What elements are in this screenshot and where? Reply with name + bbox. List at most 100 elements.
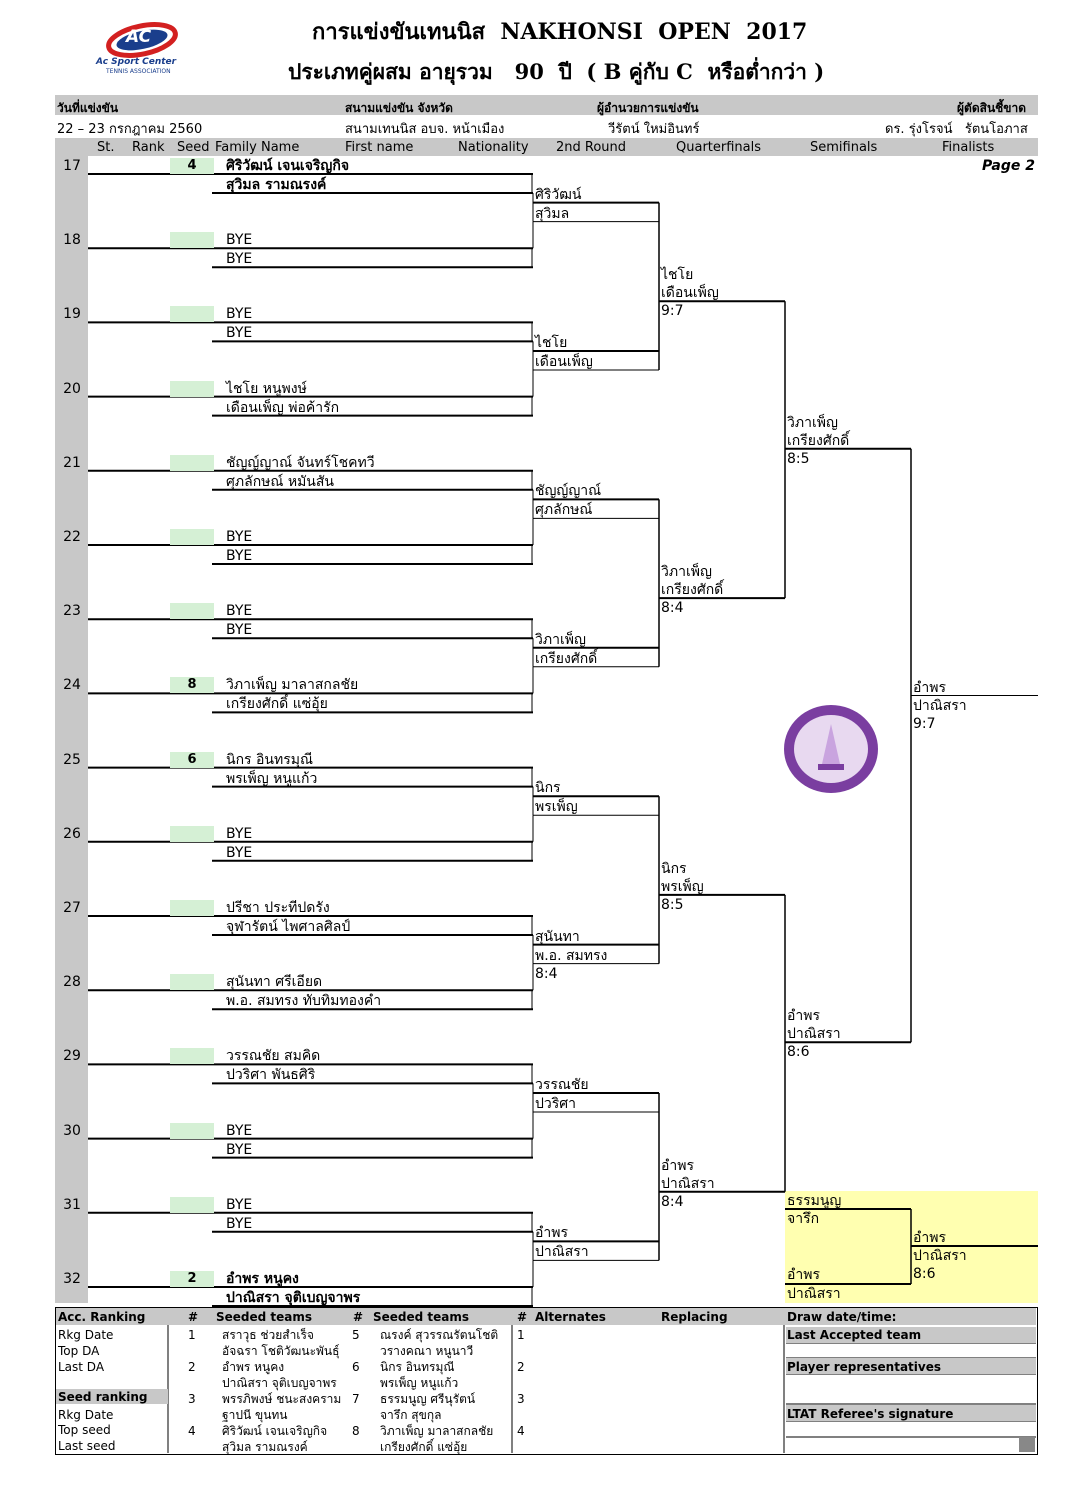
- draw-player-2: พ.อ. สมทรง ทับทิมทองคำ: [226, 993, 382, 1010]
- round2-name-1: วิภาเพ็ญ: [535, 631, 586, 648]
- seed-number: 5: [352, 1328, 360, 1342]
- hash-label-3: #: [517, 1310, 528, 1324]
- round2-name-1: อำพร: [535, 1225, 569, 1242]
- draw-player-1: วิภาเพ็ญ มาลาสกลชัย: [226, 677, 359, 694]
- alternate-number: 2: [517, 1360, 525, 1374]
- draw-player-1: BYE: [226, 1122, 253, 1139]
- round2-name-1: ศิริวัฒน์: [535, 186, 582, 203]
- draw-player-2: ปวริศา พันธศิริ: [226, 1067, 316, 1084]
- column-header-bar: [55, 138, 1038, 156]
- referee-label: ผู้ตัดสินชี้ขาด: [957, 101, 1027, 115]
- draw-player-1: ชัญญ์ญาณ์ จันทร์โชคทวี: [226, 454, 375, 471]
- playoff-winner-b: ปาณิสรา: [913, 1248, 967, 1264]
- round2-name-1: นิกร: [535, 780, 561, 797]
- draw-player-2: เกรียงศักดิ์ แซ่อุ้ย: [226, 696, 328, 713]
- final-name-2: ปาณิสรา: [913, 697, 967, 714]
- draw-row-number: 22: [63, 529, 81, 545]
- round2-name-1: วรรณชัย: [535, 1077, 589, 1093]
- draw-row-number: 21: [63, 454, 81, 471]
- draw-player-1: ศิริวัฒน์ เจนเจริญกิจ: [226, 158, 350, 174]
- draw-player-1: อำพร หนูคง: [226, 1271, 299, 1287]
- draw-row-number: 19: [63, 306, 81, 323]
- seed-badge-empty: [170, 1048, 214, 1065]
- sf-score: 8:6: [787, 1044, 810, 1061]
- seed-badge-empty: [170, 380, 214, 397]
- seed-number: 8: [352, 1424, 360, 1438]
- sf-name-1: วิภาเพ็ญ: [787, 414, 838, 431]
- director-label: ผู้อำนวยการแข่งขัน: [597, 101, 699, 115]
- seed-badge-empty: [170, 232, 214, 249]
- seed-badge: 4: [170, 158, 214, 174]
- draw-player-2: จุฬารัตน์ ไพศาลศิลป์: [226, 919, 351, 935]
- qf-name-2: เดือนเพ็ญ: [661, 285, 719, 302]
- signature-corner-block: [1019, 1437, 1035, 1452]
- draw-row-number: 20: [63, 380, 81, 397]
- playoff-team2-a: อำพร: [787, 1267, 821, 1283]
- col-final: Finalists: [942, 140, 995, 155]
- draw-player-1: BYE: [226, 825, 253, 842]
- qf-score: 8:4: [661, 600, 684, 617]
- director-value: วีรัตน์ ใหม่อินทร์: [608, 122, 700, 137]
- top-da-label: Top DA: [58, 1344, 100, 1358]
- playoff-team2-b: ปาณิสรา: [787, 1286, 841, 1302]
- draw-row-number: 18: [63, 232, 81, 249]
- playoff-team1-a: ธรรมนูญ: [787, 1193, 842, 1209]
- draw-row-number: 25: [63, 751, 81, 768]
- round2-name-2: ปาณิสรา: [535, 1244, 589, 1261]
- footer-frame: [55, 1307, 1038, 1455]
- draw-player-1: วรรณชัย สมคิด: [226, 1048, 321, 1065]
- col-nationality: Nationality: [458, 140, 529, 155]
- alternates-label: Alternates: [535, 1310, 606, 1324]
- last-accepted-label: Last Accepted team: [787, 1328, 922, 1342]
- player-reps-bar: [786, 1358, 1036, 1374]
- draw-row-number: 23: [63, 603, 81, 620]
- rkg-date2-label: Rkg Date: [58, 1408, 114, 1422]
- sf-score: 8:5: [787, 450, 810, 467]
- draw-player-1: BYE: [226, 603, 253, 620]
- hash-label-1: #: [188, 1310, 199, 1324]
- hash-label-2: #: [353, 1310, 364, 1324]
- round2-name-2: สุวิมล: [535, 205, 570, 222]
- alternate-number: 4: [517, 1424, 525, 1438]
- draw-player-2: BYE: [226, 1141, 253, 1158]
- round2-score: 8:4: [535, 965, 558, 982]
- last-accepted-bar: [786, 1327, 1036, 1343]
- seed-team-player-1: ศิริวัฒน์ เจนเจริญกิจ: [222, 1424, 328, 1438]
- round2-name-2: พ.อ. สมทรง: [535, 947, 608, 964]
- draw-player-1: สุนันทา ศรีเอียด: [226, 974, 323, 991]
- title-line-2: ประเภทคู่ผสม อายุรวม 90 ปี ( B คู่กับ C …: [288, 59, 825, 84]
- seed-number: 6: [352, 1360, 360, 1374]
- draw-row-number: 28: [63, 974, 81, 991]
- seed-team-player-1: อำพร หนูคง: [222, 1360, 285, 1374]
- round2-name-2: พรเพ็ญ: [535, 799, 578, 816]
- seed-badge-empty: [170, 1196, 214, 1213]
- seed-ranking-bar: [56, 1389, 168, 1404]
- seed-number: 2: [188, 1360, 196, 1374]
- col-qf: Quarterfinals: [676, 140, 762, 155]
- seed-team-player-2: สุวิมล รามณรงค์: [222, 1440, 308, 1454]
- title-line-1: การแข่งขันเทนนิส NAKHONSI OPEN 2017: [312, 19, 808, 45]
- alternate-number: 3: [517, 1392, 525, 1406]
- seed-number: 4: [188, 1424, 196, 1438]
- playoff-winner-a: อำพร: [913, 1230, 947, 1246]
- qf-name-1: ไชโย: [661, 267, 694, 284]
- round2-name-1: ชัญญ์ญาณ์: [535, 483, 602, 500]
- col-sf: Semifinals: [810, 140, 878, 155]
- draw-player-2: เดือนเพ็ญ พ่อค้ารัก: [226, 399, 340, 416]
- seed-team-player-2: พรเพ็ญ หนูแก้ว: [380, 1376, 459, 1390]
- qf-name-2: ปาณิสรา: [661, 1175, 715, 1192]
- qf-score: 8:5: [661, 896, 684, 913]
- date-label: วันที่แข่งขัน: [57, 101, 119, 115]
- round2-name-2: เกรียงศักดิ์: [535, 650, 598, 667]
- seed-team-player-2: อัจฉรา โชติวัฒนะพันธุ์: [222, 1344, 340, 1358]
- seed-badge-empty: [170, 974, 214, 991]
- seed-team-player-1: นิกร อินทรมุณี: [380, 1360, 455, 1374]
- seed-number: 7: [352, 1392, 360, 1406]
- seed-team-player-1: ณรงค์ สุวรรณรัตนโชติ: [380, 1328, 499, 1342]
- replacing-label: Replacing: [661, 1310, 728, 1324]
- qf-score: 8:4: [661, 1193, 684, 1210]
- ltat-sig-label: LTAT Referee's signature: [787, 1407, 954, 1421]
- draw-player-2: พรเพ็ญ หนูแก้ว: [226, 770, 318, 787]
- round2-name-2: เดือนเพ็ญ: [535, 354, 593, 370]
